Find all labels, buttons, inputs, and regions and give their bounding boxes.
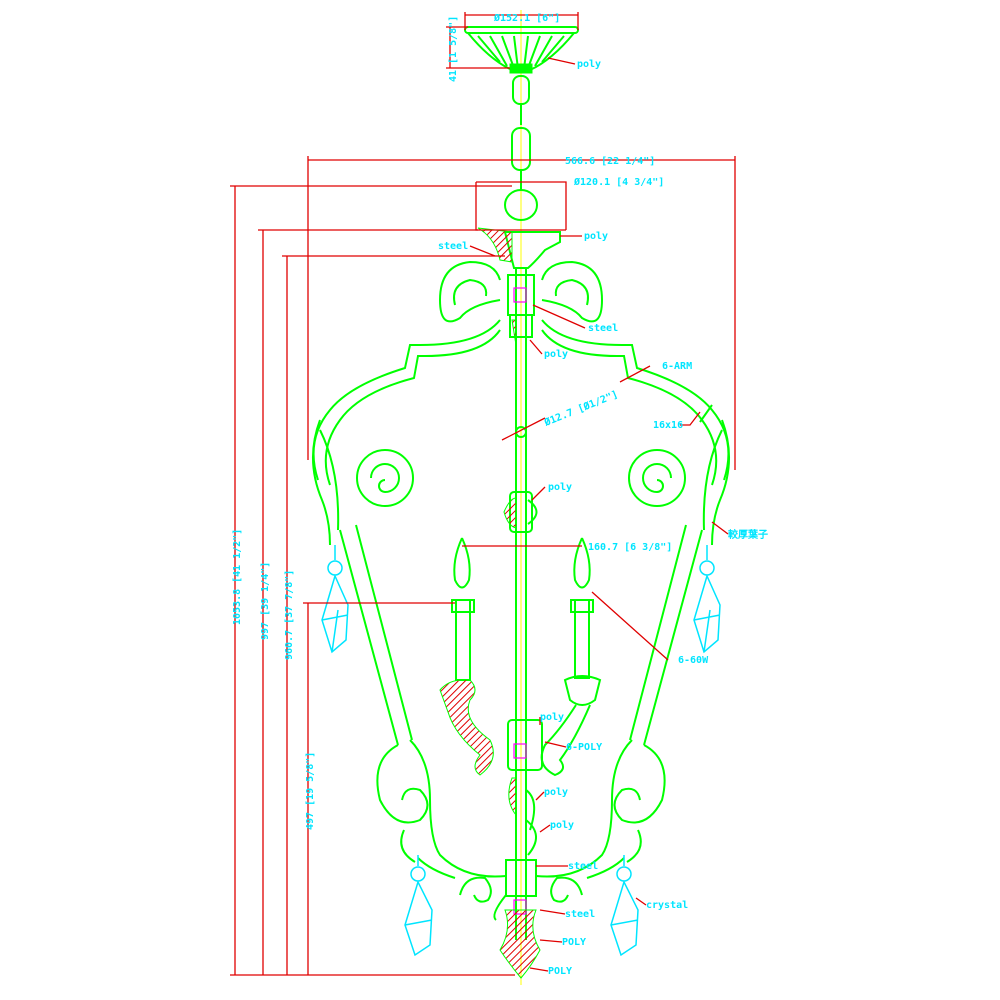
callout-crystal: crystal [646,900,688,911]
callout-steel-hub: steel [588,323,618,334]
crystals [321,545,721,957]
canopy-height-label: 41 [1 5/8"] [448,16,459,82]
dimension-lines [230,12,736,976]
callout-cups: 6-POLY [566,742,602,753]
callout-poly-low1: poly [544,787,568,798]
candle-left [439,537,494,776]
callout-steel-top: steel [438,241,468,252]
callout-bulbs: 6-60W [678,655,709,666]
height-497-label: 497 [19 5/8"] [305,752,316,830]
callout-poly-low2: poly [550,820,574,831]
center-rod [499,268,543,979]
callout-canopy: poly [577,59,601,70]
rod-diameter-label: Ø12.7 [Ø1/2"] [542,388,620,429]
callout-rod-poly: poly [548,482,572,493]
callout-poly-mid: poly [540,712,564,723]
callout-poly-finial1: POLY [562,937,586,948]
callout-poly-hub: poly [544,349,568,360]
callout-arm-section: 16x16 [653,420,683,431]
candle-spacing-label: 160.7 [6 3/8"] [588,542,672,553]
callout-steel-low1: steel [568,861,598,872]
canopy-diameter-label: Ø152.1 [6"] [493,12,560,24]
overall-height-label: 1053.8 [41 1/2"] [232,529,243,625]
callout-leaf: 較厚葉子 [728,528,768,541]
top-cap [477,227,561,269]
overall-width-label: 566.6 [22 1/4"] [565,156,655,167]
callout-poly-finial2: POLY [548,966,572,977]
frame-right [535,260,730,903]
height-960-label: 960.7 [37 7/8"] [284,570,295,660]
top-cap-diameter-label: Ø120.1 [4 3/4"] [573,176,664,188]
candle-right [540,537,602,777]
frame-left [312,260,507,921]
callout-cap: poly [584,231,608,242]
chain [504,75,538,221]
callout-arm: 6-ARM [662,361,692,372]
height-997-label: 997 [39 1/4"] [260,562,271,640]
callout-steel-low2: steel [565,909,595,920]
